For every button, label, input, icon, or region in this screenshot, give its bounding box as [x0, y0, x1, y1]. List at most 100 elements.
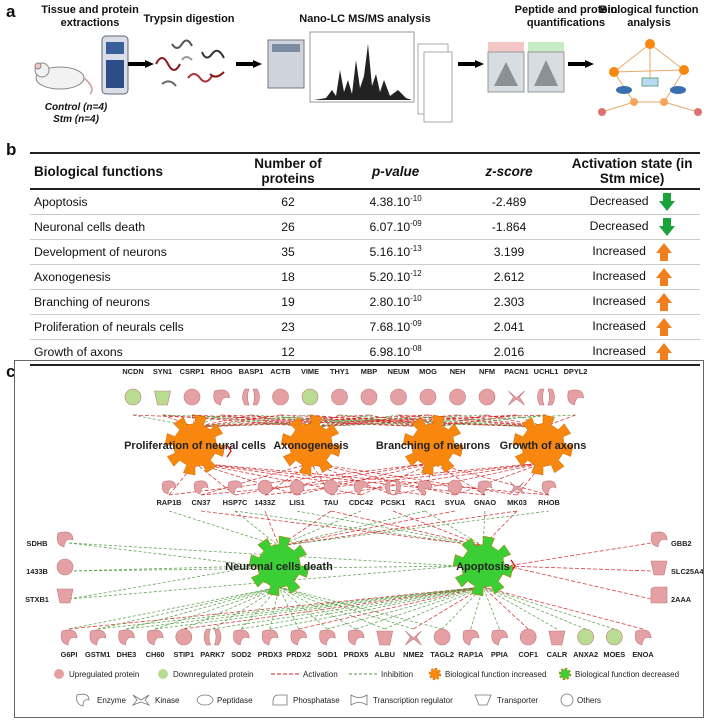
function-label-decreased: Neuronal cells death [225, 561, 333, 573]
protein-label: ALBU [374, 650, 395, 659]
enzyme-icon [161, 480, 177, 495]
protein-circle-icon [323, 479, 339, 495]
control-group-label: Control (n=4) [44, 102, 108, 113]
activation-edge [398, 414, 544, 428]
protein-node [634, 629, 652, 646]
protein-circle-icon [301, 388, 319, 406]
protein-label: GNAO [474, 498, 496, 507]
function-cell: Branching of neurons [30, 289, 239, 315]
zscore-cell: 2.041 [453, 314, 565, 340]
arrow-down-icon [658, 193, 675, 211]
protein-circle-icon [519, 628, 537, 646]
activation-edge [200, 510, 484, 547]
protein-label: 1433Z [255, 498, 276, 507]
protein-node [478, 388, 496, 406]
protein-label: TAU [324, 498, 339, 507]
protein-circle-icon [360, 388, 378, 406]
protein-node [477, 480, 493, 495]
protein-node [161, 480, 177, 495]
activation-edge [68, 586, 484, 630]
protein-node [118, 629, 135, 646]
protein-node [56, 588, 74, 604]
arrowhead-icon [226, 444, 232, 458]
protein-label: CN37 [192, 498, 211, 507]
protein-node [491, 629, 508, 646]
number-cell: 62 [238, 189, 338, 215]
stage-title-digestion: Trypsin digestion [143, 13, 235, 25]
protein-label: PPIA [491, 650, 509, 659]
protein-circle-icon [433, 628, 451, 646]
activation-edge [298, 586, 484, 630]
function-decreased-legend-icon [558, 667, 572, 681]
transporter-icon [650, 560, 668, 576]
quantification-illustration [487, 42, 565, 93]
protein-node [213, 389, 230, 406]
activation-edge [264, 462, 544, 496]
col-header-number: Number of proteins [238, 152, 338, 190]
inhibition-edge [384, 586, 484, 630]
function-label-decreased: Apoptosis [456, 561, 510, 573]
protein-node [56, 558, 74, 576]
activation-edge [280, 414, 544, 428]
protein-circle-icon [257, 479, 273, 495]
stage-title-nanolc: Nano-LC MS/MS analysis [299, 13, 431, 25]
protein-label: MOES [603, 650, 625, 659]
kinase-legend-icon [131, 694, 151, 706]
enzyme-icon [353, 480, 369, 495]
inhibition-edge [194, 414, 488, 428]
protein-label: PRDX5 [344, 650, 369, 659]
function-increased-gear-icon [512, 414, 574, 476]
inhibition-edge [327, 586, 484, 630]
protein-node [650, 586, 668, 604]
activation-edge [310, 462, 456, 496]
pvalue-cell: 6.98.10-08 [337, 339, 454, 366]
inhibition-edge [194, 414, 311, 428]
activation-edge [194, 462, 362, 496]
protein-node [360, 388, 378, 406]
protein-label: DHE3 [117, 650, 137, 659]
activation-edge [360, 462, 434, 496]
activation-edge [454, 462, 544, 496]
pvalue-cell: 5.16.10-13 [337, 239, 454, 265]
protein-label: NFM [479, 367, 495, 376]
number-cell: 26 [238, 214, 338, 240]
pvalue-cell: 5.20.10-12 [337, 264, 454, 290]
protein-node [462, 629, 480, 646]
peptidase-icon [537, 388, 555, 406]
protein-node [193, 480, 209, 495]
activation-edge [200, 462, 312, 496]
activation-state: Increased [592, 319, 646, 334]
legend-label: Enzyme [97, 696, 126, 705]
protein-label: 1433B [26, 567, 48, 576]
pvalue-cell: 6.07.10-09 [337, 214, 454, 240]
downregulated-legend-icon [158, 669, 168, 679]
protein-node [385, 479, 401, 495]
protein-node [390, 388, 407, 406]
legend-label: Transcription regulator [373, 696, 453, 705]
protein-node [449, 388, 466, 406]
protein-label: RAP1A [458, 650, 484, 659]
arrow-up-icon [655, 268, 672, 286]
col-header-function: Biological functions [30, 152, 239, 190]
activation-edge [506, 565, 652, 600]
protein-node [319, 629, 336, 646]
zscore-cell: 3.199 [453, 239, 565, 265]
enzyme-icon [118, 629, 135, 646]
kinase-icon [508, 390, 525, 406]
transporter-icon [154, 390, 171, 406]
inhibition-edge [269, 586, 484, 630]
ms-spectra-illustration [267, 31, 453, 123]
enzyme-icon [541, 480, 557, 495]
inhibition-edge [68, 586, 280, 630]
protein-node [519, 628, 537, 646]
function-cell: Proliferation of neurals cells [30, 314, 239, 340]
function-increased-gear-icon [164, 414, 226, 476]
protein-label: PACN1 [504, 367, 529, 376]
enzyme-icon [417, 480, 433, 495]
kinase-icon [509, 481, 525, 495]
peptidase-icon [242, 388, 260, 406]
protein-node [323, 479, 339, 495]
protein-label: THY1 [330, 367, 349, 376]
protein-node [124, 388, 142, 406]
